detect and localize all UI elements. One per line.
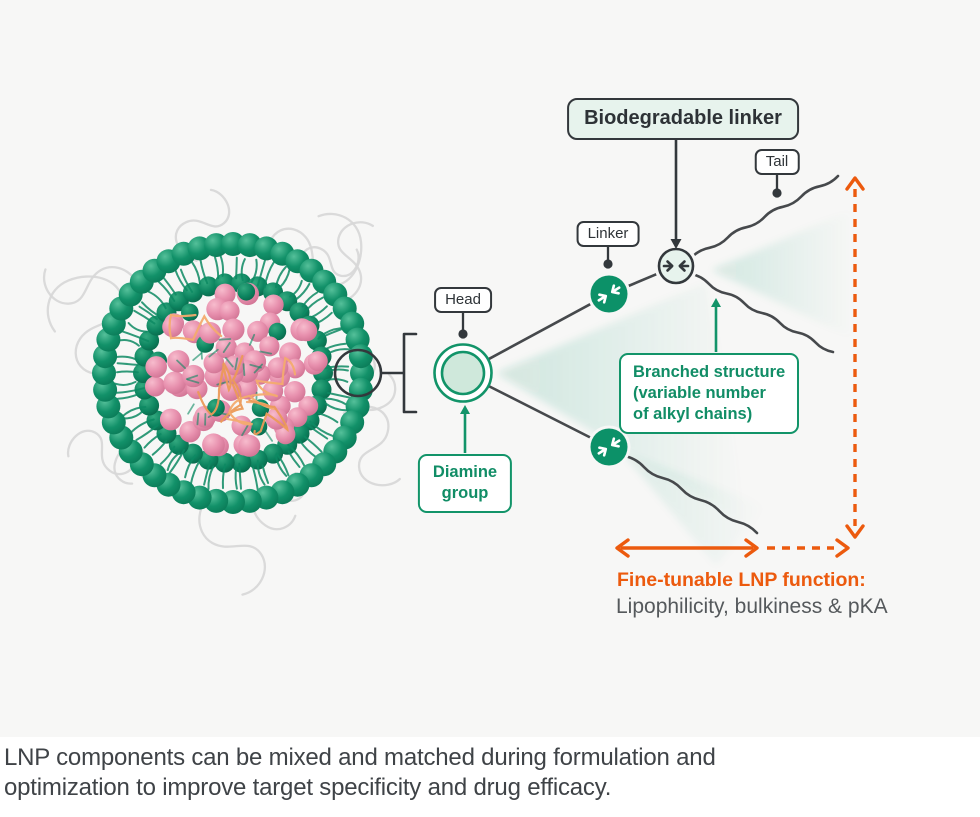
label-connectors — [458, 174, 782, 339]
head-group-circle — [433, 343, 493, 403]
mrna-strands — [168, 313, 297, 436]
lnp-diagram-canvas — [42, 140, 865, 596]
magnifier-circle-icon — [333, 348, 404, 398]
fine-tune-dimension-arrows — [615, 176, 865, 558]
callout-arrows — [460, 140, 721, 453]
figure-caption: LNP components can be mixed and matched … — [0, 737, 980, 817]
mrna-core — [145, 282, 328, 457]
biodegradable-node-icon — [654, 244, 698, 288]
lipid-tail-hairs — [114, 254, 351, 491]
linker-node-icon — [587, 425, 631, 469]
outer-lipid-ring — [92, 232, 374, 514]
linker-nodes — [587, 244, 698, 469]
alkyl-tail-squiggles — [623, 174, 840, 535]
linker-node-icon — [587, 272, 631, 316]
lnp-particle-illustration — [42, 188, 401, 596]
zoom-bracket — [402, 332, 418, 414]
lipid-chain-lines — [487, 271, 662, 440]
